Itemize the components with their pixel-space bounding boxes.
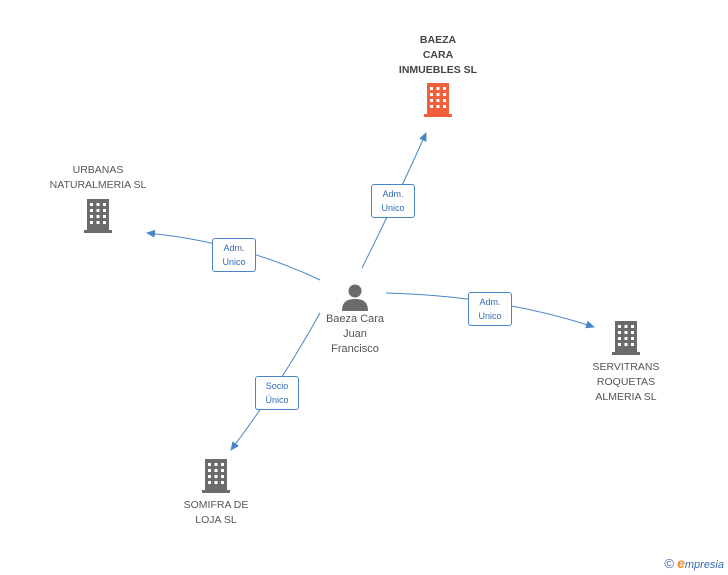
company-name: SERVITRANS ROQUETAS ALMERIA SL	[592, 361, 660, 403]
person-node[interactable]: Baeza Cara Juan Francisco	[300, 282, 410, 357]
company-node-urbanas-naturalmeria[interactable]: URBANAS NATURALMERIA SL	[38, 163, 158, 234]
company-name: URBANAS NATURALMERIA SL	[49, 164, 147, 191]
empresia-watermark: © empresia	[664, 555, 724, 571]
building-icon	[424, 83, 452, 117]
person-name: Baeza Cara Juan Francisco	[325, 313, 385, 355]
company-name: BAEZA CARA INMUEBLES SL	[398, 34, 478, 76]
person-icon	[342, 284, 368, 311]
copyright-symbol: ©	[664, 556, 675, 571]
edge-label-baeza[interactable]: Adm. Unico	[371, 184, 415, 218]
edge-label-urbanas[interactable]: Adm. Unico	[212, 238, 256, 272]
company-node-baeza-cara-inmuebles[interactable]: BAEZA CARA INMUEBLES SL	[378, 33, 498, 118]
empresia-logo-text: mpresia	[684, 559, 724, 571]
company-name: SOMIFRA DE LOJA SL	[183, 499, 249, 526]
building-icon	[84, 199, 112, 233]
company-node-somifra-de-loja[interactable]: SOMIFRA DE LOJA SL	[156, 458, 276, 528]
edge-label-somifra[interactable]: Socio Único	[255, 376, 299, 410]
building-icon	[612, 321, 640, 355]
empresia-logo-initial: e	[677, 555, 685, 571]
company-node-servitrans-roquetas-almeria[interactable]: SERVITRANS ROQUETAS ALMERIA SL	[566, 320, 686, 405]
building-icon	[202, 459, 230, 493]
edge-label-servitrans[interactable]: Adm. Unico	[468, 292, 512, 326]
